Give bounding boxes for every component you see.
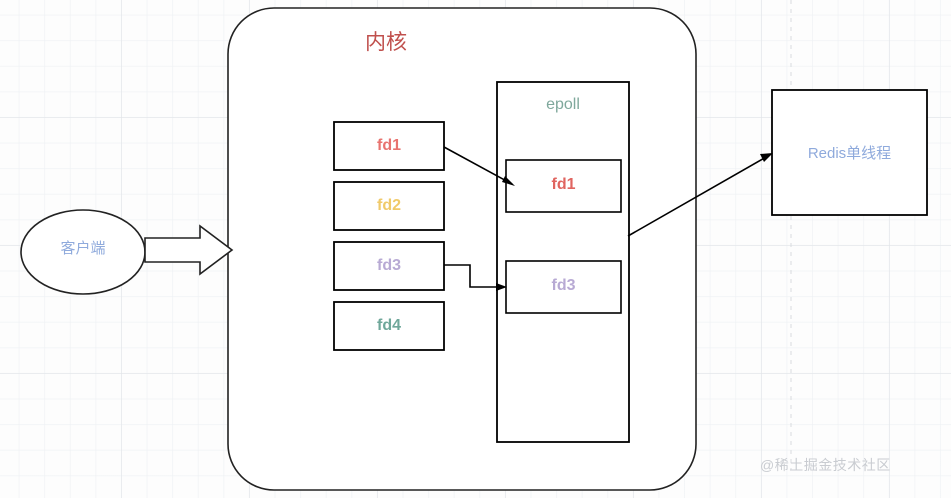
epoll-entry-label-1: fd1 bbox=[551, 176, 576, 193]
kernel-title: 内核 bbox=[365, 31, 407, 54]
fd-label-4: fd4 bbox=[377, 317, 401, 334]
fd-label-1: fd1 bbox=[377, 137, 401, 154]
client-label: 客户端 bbox=[60, 240, 106, 257]
watermark: @稀土掘金技术社区 bbox=[760, 457, 891, 473]
fd3-to-epoll-arrow bbox=[444, 264, 507, 291]
kernel-container bbox=[227, 7, 697, 491]
epoll-title: epoll bbox=[546, 96, 580, 113]
client-to-kernel-arrow bbox=[144, 224, 234, 276]
epoll-to-redis-arrow bbox=[627, 153, 773, 237]
redis-thread-label: Redis单线程 bbox=[807, 145, 892, 162]
fd-label-2: fd2 bbox=[377, 197, 401, 214]
epoll-container bbox=[496, 81, 630, 443]
fd1-to-epoll-arrow bbox=[443, 146, 515, 186]
epoll-entry-label-2: fd3 bbox=[551, 277, 576, 294]
fd-label-3: fd3 bbox=[377, 257, 401, 274]
